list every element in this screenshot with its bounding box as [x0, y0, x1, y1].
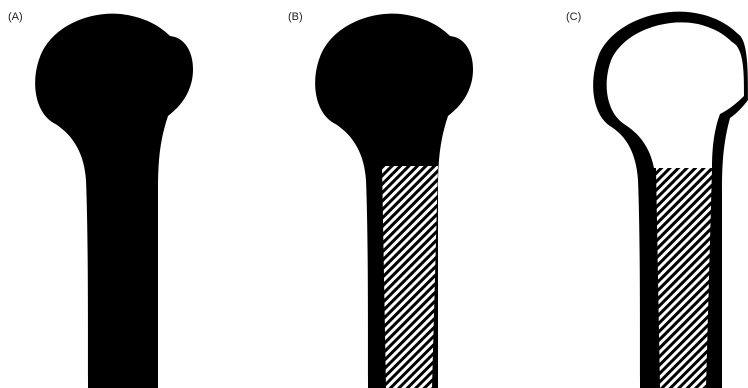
panel-label-c: (C) [566, 12, 581, 23]
panel-c-bone [593, 12, 748, 388]
panel-b-bone [315, 14, 473, 388]
panel-label-b: (B) [288, 12, 303, 23]
panel-label-a: (A) [8, 12, 23, 23]
panel-a-bone [35, 14, 193, 388]
panel-b-marrow-cavity [382, 166, 438, 388]
panel-c-marrow-cavity [656, 168, 712, 388]
panel-a-bone-shape [35, 14, 193, 388]
